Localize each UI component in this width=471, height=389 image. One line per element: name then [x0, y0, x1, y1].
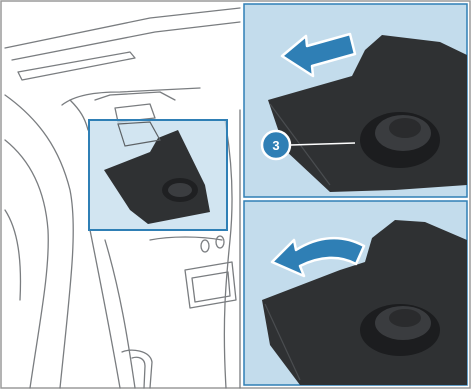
callout-3-badge: 3 [262, 131, 290, 159]
slide-out-cup-core [389, 118, 421, 138]
tilt-out-cup-core [389, 309, 421, 327]
panel-slide-out: 3 [244, 4, 467, 197]
panel-tilt-out [244, 201, 467, 385]
overview-highlight [89, 120, 227, 230]
overview-insert-cup-inner [168, 183, 192, 197]
callout-3-label: 3 [272, 138, 279, 153]
